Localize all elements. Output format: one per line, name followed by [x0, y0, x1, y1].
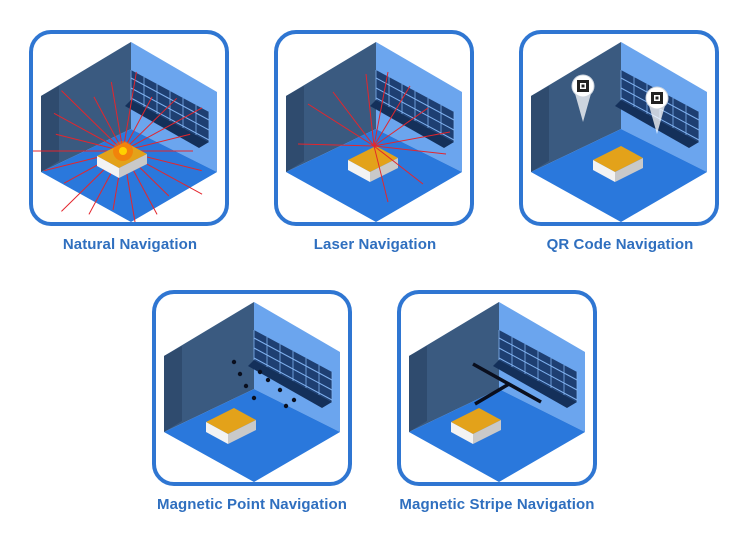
laser-beam: [373, 85, 411, 147]
left-wall: [41, 42, 131, 172]
agv-vehicle: [451, 408, 501, 444]
shelf-rack: [125, 70, 210, 148]
laser-beam: [373, 71, 389, 147]
agv-top: [593, 146, 643, 172]
agv-vehicle: [206, 408, 256, 444]
laser-beam: [122, 96, 153, 152]
magnetic-stripe-navigation-icon: [409, 302, 585, 482]
caption-laser-navigation: Laser Navigation: [313, 236, 437, 253]
laser-beam: [122, 107, 203, 152]
magnetic-point: [283, 403, 289, 409]
left-wall: [164, 302, 254, 432]
laser-beam: [373, 145, 447, 155]
qr-marker-icon: [571, 74, 595, 122]
magnetic-point: [257, 369, 263, 375]
shelf-rack: [248, 330, 333, 408]
natural-navigation-card: [29, 30, 229, 226]
agv-top: [206, 408, 256, 434]
magnetic-point: [277, 387, 283, 393]
agv-side-right: [370, 158, 398, 182]
agv-side-left: [97, 156, 119, 178]
laser-beam: [122, 97, 178, 152]
laser-beam: [307, 103, 375, 147]
laser-beam: [122, 71, 137, 152]
floor: [164, 389, 340, 482]
magnetic-point-navigation-icon: [164, 302, 340, 482]
magnetic-point: [251, 395, 257, 401]
magnetic-stripe-navigation-card: [397, 290, 597, 486]
agv-side-right: [228, 420, 256, 444]
shelf-rack: [493, 330, 578, 408]
left-wall: [286, 42, 376, 172]
agv-vehicle: [593, 146, 643, 182]
laser-beams: [297, 71, 451, 203]
magnetic-point: [231, 359, 237, 365]
laser-beam: [332, 91, 375, 147]
laser-beam: [373, 131, 451, 147]
wall-edge: [286, 86, 304, 172]
agv-side-right: [615, 158, 643, 182]
caption-qr-code-navigation: QR Code Navigation: [546, 236, 694, 253]
warehouse-room: [286, 42, 462, 222]
natural-navigation-icon: [33, 42, 217, 222]
stripe-branch: [474, 382, 510, 406]
left-wall: [531, 42, 621, 172]
magnetic-point: [265, 377, 271, 383]
magnetic-point-navigation-card: [152, 290, 352, 486]
qr-marker-icon: [645, 86, 669, 134]
laser-navigation-icon: [286, 42, 462, 222]
magnetic-point: [243, 383, 249, 389]
wall-edge: [409, 346, 427, 432]
laser-beam: [53, 112, 124, 152]
agv-top: [451, 408, 501, 434]
caption-magnetic-point-navigation: Magnetic Point Navigation: [156, 496, 347, 513]
agv-side-left: [451, 422, 473, 444]
shelf-rack: [370, 70, 455, 148]
laser-beam: [55, 133, 124, 152]
qr-code-navigation-icon: [531, 42, 707, 222]
floor: [409, 389, 585, 482]
wall-edge: [41, 86, 59, 172]
laser-beam: [373, 145, 389, 203]
caption-natural-navigation: Natural Navigation: [62, 236, 198, 253]
magnetic-stripe: [472, 362, 542, 406]
agv-side-right: [119, 154, 147, 178]
agv-side-right: [473, 420, 501, 444]
caption-magnetic-stripe-navigation: Magnetic Stripe Navigation: [399, 496, 595, 513]
magnetic-point: [237, 371, 243, 377]
left-wall: [409, 302, 499, 432]
wall-edge: [531, 86, 549, 172]
warehouse-room: [531, 42, 707, 222]
agv-side-left: [593, 160, 615, 182]
qr-beam: [574, 90, 592, 122]
laser-beam: [365, 73, 375, 147]
laser-beam: [373, 145, 424, 185]
laser-glow: [113, 141, 133, 161]
laser-beam: [297, 143, 375, 147]
laser-beam: [61, 90, 124, 152]
agv-side-left: [348, 160, 370, 182]
magnetic-point: [291, 397, 297, 403]
laser-source-core: [119, 147, 127, 155]
agv-top: [348, 146, 398, 172]
laser-beam: [110, 81, 124, 152]
warehouse-room: [41, 42, 217, 222]
laser-beam: [93, 96, 124, 152]
magnetic-points: [231, 359, 297, 409]
wall-edge: [164, 346, 182, 432]
laser-navigation-card: [274, 30, 474, 226]
warehouse-room: [164, 302, 340, 482]
stripe-main: [472, 362, 542, 404]
qr-beam: [648, 102, 666, 134]
agv-vehicle: [348, 146, 398, 182]
qr-code-navigation-card: [519, 30, 719, 226]
agv-side-left: [206, 422, 228, 444]
laser-beam: [373, 107, 429, 147]
floor: [41, 129, 217, 222]
